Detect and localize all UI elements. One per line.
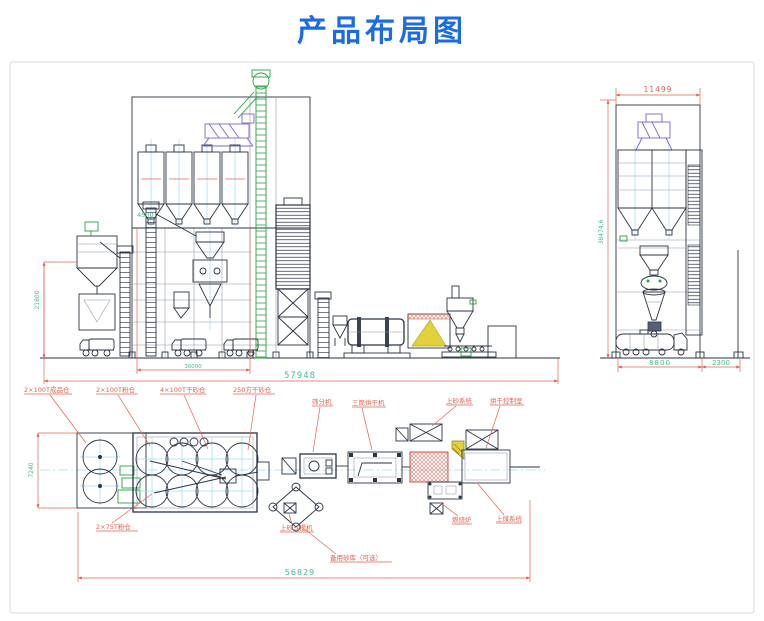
main-elevation: 21800 4500 36000 57948 (34, 69, 560, 384)
page-title: 产品布局图 (297, 14, 467, 49)
dim-plan-total: 56829 (285, 568, 315, 577)
feed-hopper-tower (446, 285, 477, 344)
plan-control-room (461, 449, 540, 484)
plan-view: 7240 56829 2×100T成品仓 2×100T粉仓 4×100T干砂仓 … (24, 385, 545, 582)
flame-icon (411, 319, 447, 347)
bucket-elevator-left (99, 241, 134, 357)
label-screener: 筛分机 (312, 397, 332, 406)
drawing-border (9, 61, 755, 614)
label-powder-silo-75: 2×75T粉仓 (96, 522, 131, 531)
plan-dryer (347, 451, 410, 484)
dim-plan-depth: 7240 (28, 462, 35, 477)
dim-level-mark: 4500 (137, 211, 154, 219)
plan-furnace (409, 451, 449, 483)
label-drying-control-room: 烘干控制室 (490, 396, 523, 405)
label-dryer: 三筒烘干机 (352, 398, 385, 407)
label-sand-elevator: 上砂斗提机 (280, 523, 313, 532)
plan-dimensions: 7240 56829 (28, 432, 531, 582)
dim-silo-span: 36000 (184, 364, 202, 370)
plan-coal-unit (427, 481, 463, 515)
weigh-hopper-mixer (173, 228, 228, 330)
plan-sand-elevator (268, 482, 324, 532)
furnace-elevation (407, 313, 451, 349)
label-finished-silo: 2×100T成品仓 (24, 385, 70, 394)
side-dimensions: 11499 38474.6 8800 2300 (598, 85, 741, 372)
label-coal-system: 上煤系统 (496, 514, 523, 523)
label-dry-sand-silo-250: 250方干砂仓 (233, 385, 272, 394)
big-dry-sand-silo (275, 197, 311, 346)
plan-finished-silos (76, 432, 147, 509)
vibrating-screen (202, 113, 255, 147)
label-powder-silo-100: 2×100T粉仓 (96, 385, 135, 394)
plan-sand-feed-units (395, 423, 499, 460)
side-elevation: 11499 38474.6 8800 2300 (598, 85, 750, 372)
dim-left-height: 21800 (34, 290, 41, 309)
dim-side-width: 11499 (644, 85, 673, 94)
bucket-elevator-main (233, 69, 271, 359)
plan-screener (256, 453, 348, 481)
side-silo (617, 145, 687, 242)
dim-main-total: 57948 (284, 371, 316, 381)
main-dimensions: 21800 4500 36000 57948 (34, 211, 559, 384)
label-furnace: 燃烧炉 (452, 515, 472, 524)
label-dry-sand-silo-100: 4×100T干砂仓 (160, 385, 206, 394)
dim-side-span: 8800 (649, 359, 671, 367)
label-sand-system: 上砂系统 (446, 396, 473, 405)
label-spare-sand-yard: 备用砂库（可选） (330, 553, 382, 562)
dim-side-height: 38474.6 (598, 219, 605, 244)
bucket-elevator-inner (142, 201, 197, 357)
plan-labels: 2×100T成品仓 2×100T粉仓 4×100T干砂仓 250方干砂仓 筛分机… (24, 385, 524, 563)
dim-side-offset: 2300 (712, 359, 730, 367)
baghouse-silo (75, 221, 119, 331)
plan-silo-block (132, 432, 259, 513)
drying-line (314, 285, 517, 359)
side-stair-tower (685, 149, 703, 336)
tanker-truck (615, 329, 688, 356)
